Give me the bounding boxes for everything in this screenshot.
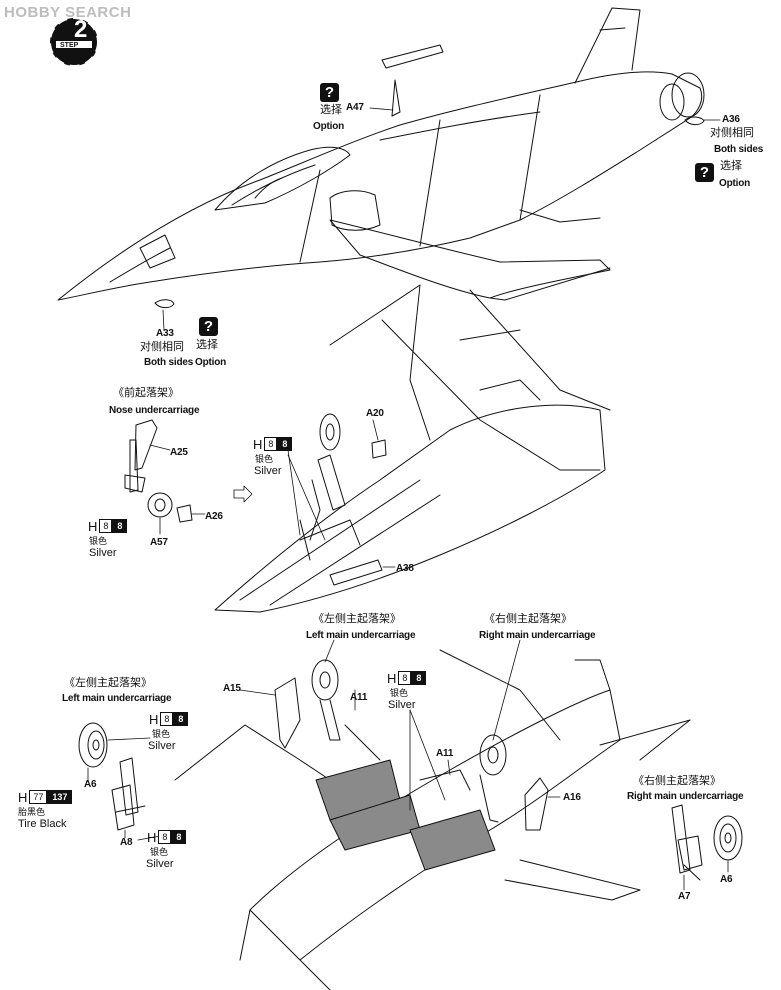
part-a38: A38 — [396, 563, 414, 574]
bottom-right-title-cn: 《右侧主起落架》 — [484, 613, 572, 625]
a36-both-cn: 对侧相同 — [710, 127, 754, 139]
part-a36: A36 — [722, 114, 740, 125]
step-number: 2 — [74, 16, 88, 43]
part-a57: A57 — [150, 537, 168, 548]
mid-paint-en: Silver — [254, 465, 282, 477]
left-main-paint-chip-2: H 77 137 — [18, 790, 73, 805]
part-a6-right: A6 — [720, 874, 733, 885]
bottom-paint-cn: 银色 — [390, 688, 409, 698]
bottom-paint-chip: H 8 8 — [387, 671, 427, 686]
left-main-paint2-en: Tire Black — [18, 818, 67, 830]
left-main-undercarriage-parts — [78, 722, 161, 841]
nose-paint-en: Silver — [89, 547, 117, 559]
left-main-paint-chip-1: H 8 8 — [149, 712, 189, 727]
left-main-paint-chip-3: H 8 8 — [147, 830, 187, 845]
part-a15: A15 — [223, 683, 241, 694]
left-main-paint1-cn: 银色 — [152, 729, 171, 739]
option-icon: ? — [199, 317, 218, 336]
part-a6-left: A6 — [84, 779, 97, 790]
a33-both-cn: 对侧相同 — [140, 341, 184, 353]
part-a33: A33 — [156, 328, 174, 339]
part-a25: A25 — [170, 447, 188, 458]
part-a47: A47 — [346, 102, 364, 113]
middle-aircraft-drawing — [214, 284, 611, 613]
left-main-title-cn: 《左侧主起落架》 — [64, 677, 152, 689]
a33-option-en: Option — [195, 357, 227, 368]
left-main-paint3-cn: 银色 — [150, 847, 169, 857]
bottom-paint-en: Silver — [388, 699, 416, 711]
bottom-right-title-en: Right main undercarriage — [479, 630, 596, 641]
right-main-title-en: Right main undercarriage — [627, 791, 744, 802]
a47-option-en: Option — [313, 121, 345, 132]
nose-paint-cn: 银色 — [89, 536, 108, 546]
part-a8: A8 — [120, 837, 133, 848]
nose-title-cn: 《前起落架》 — [113, 387, 179, 399]
right-main-title-cn: 《右侧主起落架》 — [633, 775, 721, 787]
right-main-undercarriage-parts — [671, 804, 743, 891]
a47-option-cn: 选择 — [320, 104, 342, 116]
a36-option-cn: 选择 — [720, 160, 742, 172]
left-main-paint1-en: Silver — [148, 740, 176, 752]
a33-both-en: Both sides — [144, 357, 194, 368]
bottom-left-title-en: Left main undercarriage — [306, 630, 416, 641]
mid-paint-chip: H 8 8 — [253, 437, 293, 452]
part-a16: A16 — [563, 792, 581, 803]
step-word: STEP — [60, 42, 79, 49]
left-main-title-en: Left main undercarriage — [62, 693, 172, 704]
part-a26: A26 — [205, 511, 223, 522]
a33-option-cn: 选择 — [196, 339, 218, 351]
step-badge: STEP 2 — [46, 14, 102, 70]
part-a11-right: A11 — [436, 748, 454, 759]
option-icon: ? — [695, 163, 714, 182]
hobby-search-watermark: HOBBY SEARCH — [4, 4, 132, 21]
nose-undercarriage-parts — [124, 419, 206, 535]
mid-paint-cn: 银色 — [255, 454, 274, 464]
bottom-left-title-cn: 《左侧主起落架》 — [313, 613, 401, 625]
nose-paint-chip: H 8 8 — [88, 519, 128, 534]
left-main-paint3-en: Silver — [146, 858, 174, 870]
part-a7: A7 — [678, 891, 691, 902]
option-icon: ? — [320, 83, 339, 102]
top-aircraft-drawing — [57, 7, 705, 301]
bottom-aircraft-drawing — [174, 639, 691, 990]
part-a20: A20 — [366, 408, 384, 419]
a36-option-en: Option — [719, 178, 751, 189]
a36-both-en: Both sides — [714, 144, 764, 155]
nose-title-en: Nose undercarriage — [109, 405, 200, 416]
left-main-paint2-cn: 胎黑色 — [18, 807, 46, 817]
part-a11-left: A11 — [350, 692, 368, 703]
step-circle-icon — [49, 17, 99, 67]
